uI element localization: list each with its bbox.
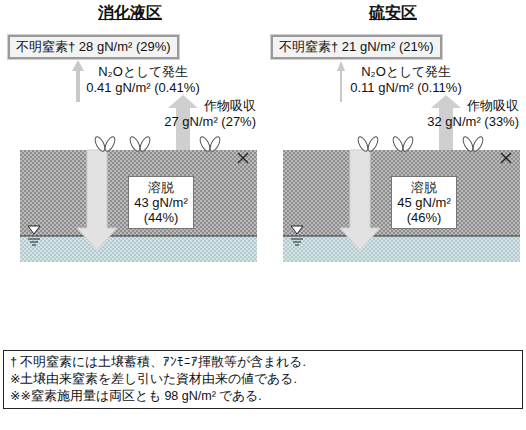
footnote-box-text: ※※窒素施用量は両区とも 98 gN/m² である.	[10, 388, 516, 405]
unknown-nitrogen-box: 不明窒素† 21 gN/m² (21%)	[271, 35, 442, 59]
flux-label: N₂Oとして発生	[98, 64, 188, 80]
flux-value: 0.11 gN/m² (0.11%)	[350, 80, 462, 96]
flux-value: 32 gN/m² (33%)	[427, 114, 519, 130]
leaching-box-text: 溶脱	[133, 180, 189, 195]
unknown-nitrogen-box-text: 不明窒素† 28 gN/m² (29%)	[16, 39, 171, 55]
footnote-box-text: † 不明窒素には土壌蓄積、ｱﾝﾓﾆｱ揮散等が含まれる.	[10, 354, 516, 371]
unknown-nitrogen-box-text: 不明窒素† 21 gN/m² (21%)	[279, 39, 434, 55]
panel-title: 硫安区	[369, 5, 417, 21]
leaching-box-text: 溶脱	[396, 180, 452, 195]
leaching-box: 溶脱43 gN/m² (44%)	[128, 176, 194, 229]
leaching-box-text: 43 gN/m² (44%)	[133, 195, 189, 225]
flux-label: N₂Oとして発生	[361, 64, 451, 80]
leaching-box-text: 45 gN/m² (46%)	[396, 195, 452, 225]
flux-value: 0.41 gN/m² (0.41%)	[86, 80, 199, 96]
flux-label: 作物吸収	[467, 98, 519, 114]
panel-title: 消化液区	[98, 5, 162, 21]
leaching-box: 溶脱45 gN/m² (46%)	[391, 176, 457, 229]
flux-label: 作物吸収	[204, 98, 256, 114]
footnote-box-text: ※土壌由来窒素を差し引いた資材由来の値である.	[10, 371, 516, 388]
footnote-box: † 不明窒素には土壌蓄積、ｱﾝﾓﾆｱ揮散等が含まれる.※土壌由来窒素を差し引いた…	[3, 350, 523, 409]
flux-value: 27 gN/m² (27%)	[164, 114, 256, 130]
n2o-arrow	[72, 60, 345, 102]
unknown-nitrogen-box: 不明窒素† 28 gN/m² (29%)	[8, 35, 179, 59]
